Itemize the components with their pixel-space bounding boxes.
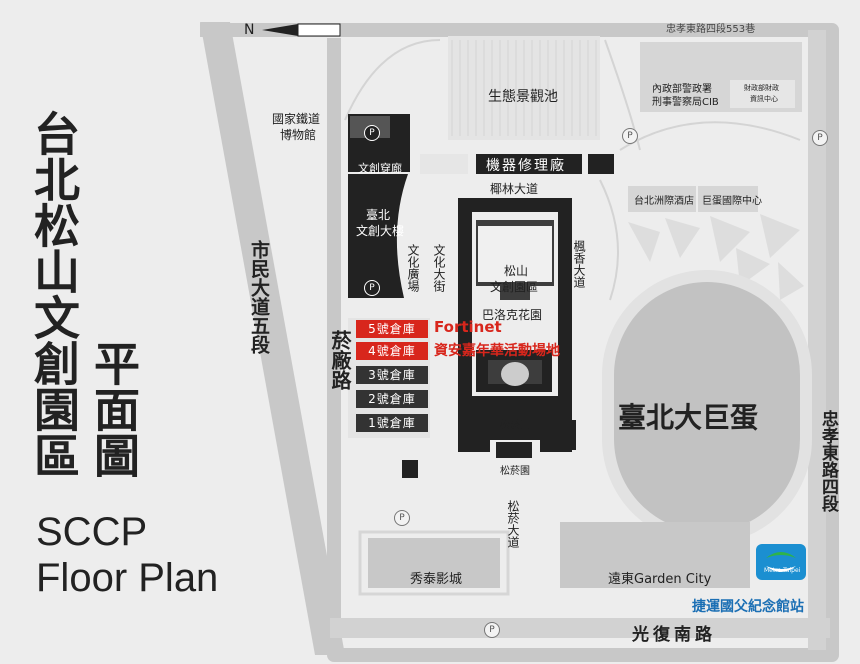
place-dome: 臺北大巨蛋 xyxy=(618,401,759,434)
street-fengxiang: 楓香大道 xyxy=(572,240,586,288)
hall-3[interactable]: 3號倉庫 xyxy=(356,366,428,384)
title-chinese: 台北松山文創園區 xyxy=(27,110,81,478)
songshan-park-building xyxy=(458,198,572,410)
place-entrance-gate: 松菸口 xyxy=(500,420,530,431)
parking-icon: P xyxy=(812,130,828,146)
parking-icon: P xyxy=(364,125,380,141)
creative-building-tower xyxy=(348,174,408,298)
place-plaza: 文化廣場 xyxy=(406,244,420,292)
mrt-icon-bg xyxy=(756,544,806,580)
street-guangfu: 光復南路 xyxy=(632,625,716,645)
place-creative-wear: 文創穿廊 xyxy=(358,162,402,175)
north-arrow xyxy=(262,24,298,36)
hall-2[interactable]: 2號倉庫 xyxy=(356,390,428,408)
dome-body xyxy=(614,282,800,532)
place-park-2: 文創園區 xyxy=(490,280,539,294)
showtime-block xyxy=(368,538,500,588)
hotel-block xyxy=(628,186,696,212)
place-baroque: 巴洛克花園 xyxy=(482,308,543,322)
place-repair-workshop: 機器修理廠 xyxy=(486,158,566,174)
place-cib-1: 內政部警政署 xyxy=(652,84,712,95)
street-top-lane: 忠孝東路四段553巷 xyxy=(666,24,756,35)
place-mrt: 捷運國父紀念館站 xyxy=(692,599,804,615)
shimin-avenue xyxy=(200,22,345,655)
place-creative-building-2: 文創大樓 xyxy=(356,224,405,238)
place-mrt-badge: Metro Taipei xyxy=(764,567,801,574)
parking-icon: P xyxy=(364,280,380,296)
place-garden-city: 遠東Garden City xyxy=(608,572,712,587)
place-pond: 生態景觀池 xyxy=(488,89,558,105)
parking-icon: P xyxy=(622,128,638,144)
zhongxiao-road-lane xyxy=(808,30,826,650)
garden-city-block xyxy=(560,522,750,588)
hall-4[interactable]: 4號倉庫 xyxy=(356,342,428,360)
street-zhongxiao: 忠孝東路四段 xyxy=(818,410,838,512)
title-en-1: SCCP xyxy=(36,510,148,554)
street-songyan: 松菸大道 xyxy=(506,500,520,548)
place-railway-1: 國家鐵道 xyxy=(272,112,321,126)
hall-1[interactable]: 1號倉庫 xyxy=(356,414,428,432)
event-title: Fortinet xyxy=(434,318,502,336)
place-railway-2: 博物館 xyxy=(280,128,317,142)
small-building xyxy=(402,460,418,478)
place-showtime: 秀泰影城 xyxy=(410,572,463,587)
place-hotel: 台北洲際酒店 xyxy=(634,196,694,207)
repair-workshop-building xyxy=(476,154,582,174)
parking-icon: P xyxy=(394,510,410,526)
title-en-2: Floor Plan xyxy=(36,556,219,600)
street-yelin: 椰林大道 xyxy=(490,182,539,196)
place-finance-2: 資訊中心 xyxy=(750,95,778,103)
street-shimin: 市民大道五段 xyxy=(248,240,270,354)
title-plan: 平面圖 xyxy=(87,340,141,478)
compass-label: N xyxy=(244,22,255,38)
hall-5[interactable]: 5號倉庫 xyxy=(356,320,428,338)
parking-icon: P xyxy=(484,622,500,638)
place-cib-2: 刑事警察局CIB xyxy=(652,97,719,108)
giant-center-block xyxy=(698,186,758,212)
event-subtitle: 資安嘉年華活動場地 xyxy=(434,343,560,359)
place-songyan-yuan: 松菸園 xyxy=(500,466,530,477)
street-wenhua: 文化大街 xyxy=(432,244,446,292)
street-yanchang: 菸廠路 xyxy=(328,330,352,390)
place-creative-building-1: 臺北 xyxy=(366,208,391,222)
place-finance-1: 財政部財政 xyxy=(744,84,779,92)
place-giant-center: 巨蛋國際中心 xyxy=(702,196,762,207)
finance-building xyxy=(730,80,795,108)
guangfu-road-lane xyxy=(330,618,830,638)
perimeter-road xyxy=(200,23,839,662)
place-park-1: 松山 xyxy=(504,264,529,278)
